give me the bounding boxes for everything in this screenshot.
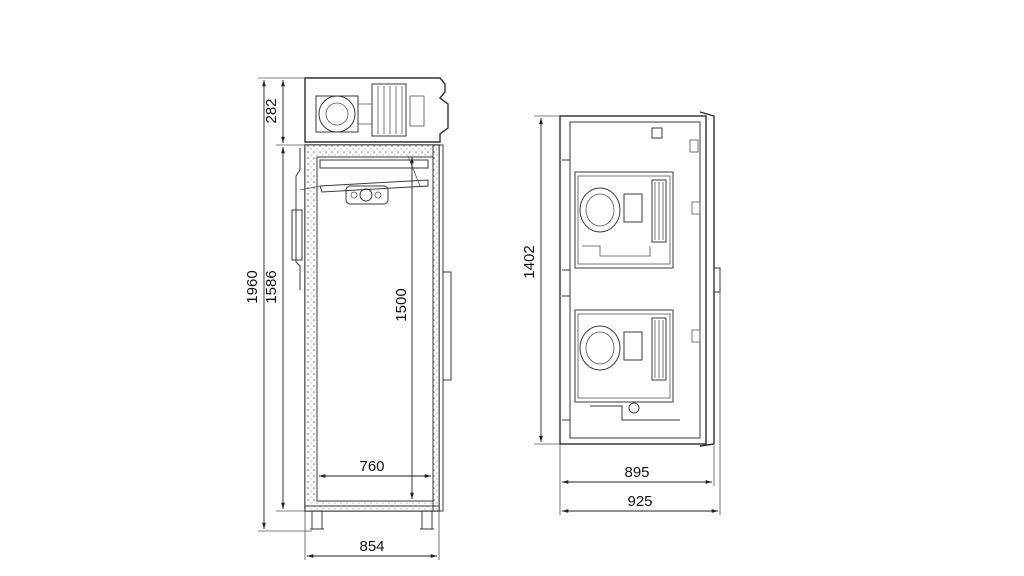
insulation [304, 144, 440, 512]
dim-side-depth-total: 925 [627, 493, 652, 510]
side-door [699, 111, 715, 447]
compressor-upper [562, 159, 674, 271]
dim-inner-height: 1500 [393, 288, 410, 321]
dim-top-unit-height: 282 [263, 98, 280, 123]
evaporator [319, 155, 429, 205]
dim-side-height: 1402 [521, 245, 538, 278]
compressor-lower [562, 295, 680, 421]
inner-liner [316, 156, 434, 502]
door-handle [442, 271, 452, 381]
drain-pipe [291, 148, 321, 290]
dim-side-depth: 895 [624, 464, 649, 481]
dim-body-height: 1586 [263, 270, 280, 303]
dim-total-width: 854 [359, 538, 384, 555]
dim-inner-width: 760 [359, 458, 384, 475]
dim-total-height: 1960 [244, 270, 261, 303]
cabinet-outer [304, 144, 440, 512]
legs [310, 510, 434, 530]
top-unit [304, 77, 449, 143]
side-outer [559, 115, 707, 445]
front-view: 1960 1586 282 1500 760 854 [244, 77, 452, 560]
side-view: 1402 895 925 [521, 111, 721, 515]
